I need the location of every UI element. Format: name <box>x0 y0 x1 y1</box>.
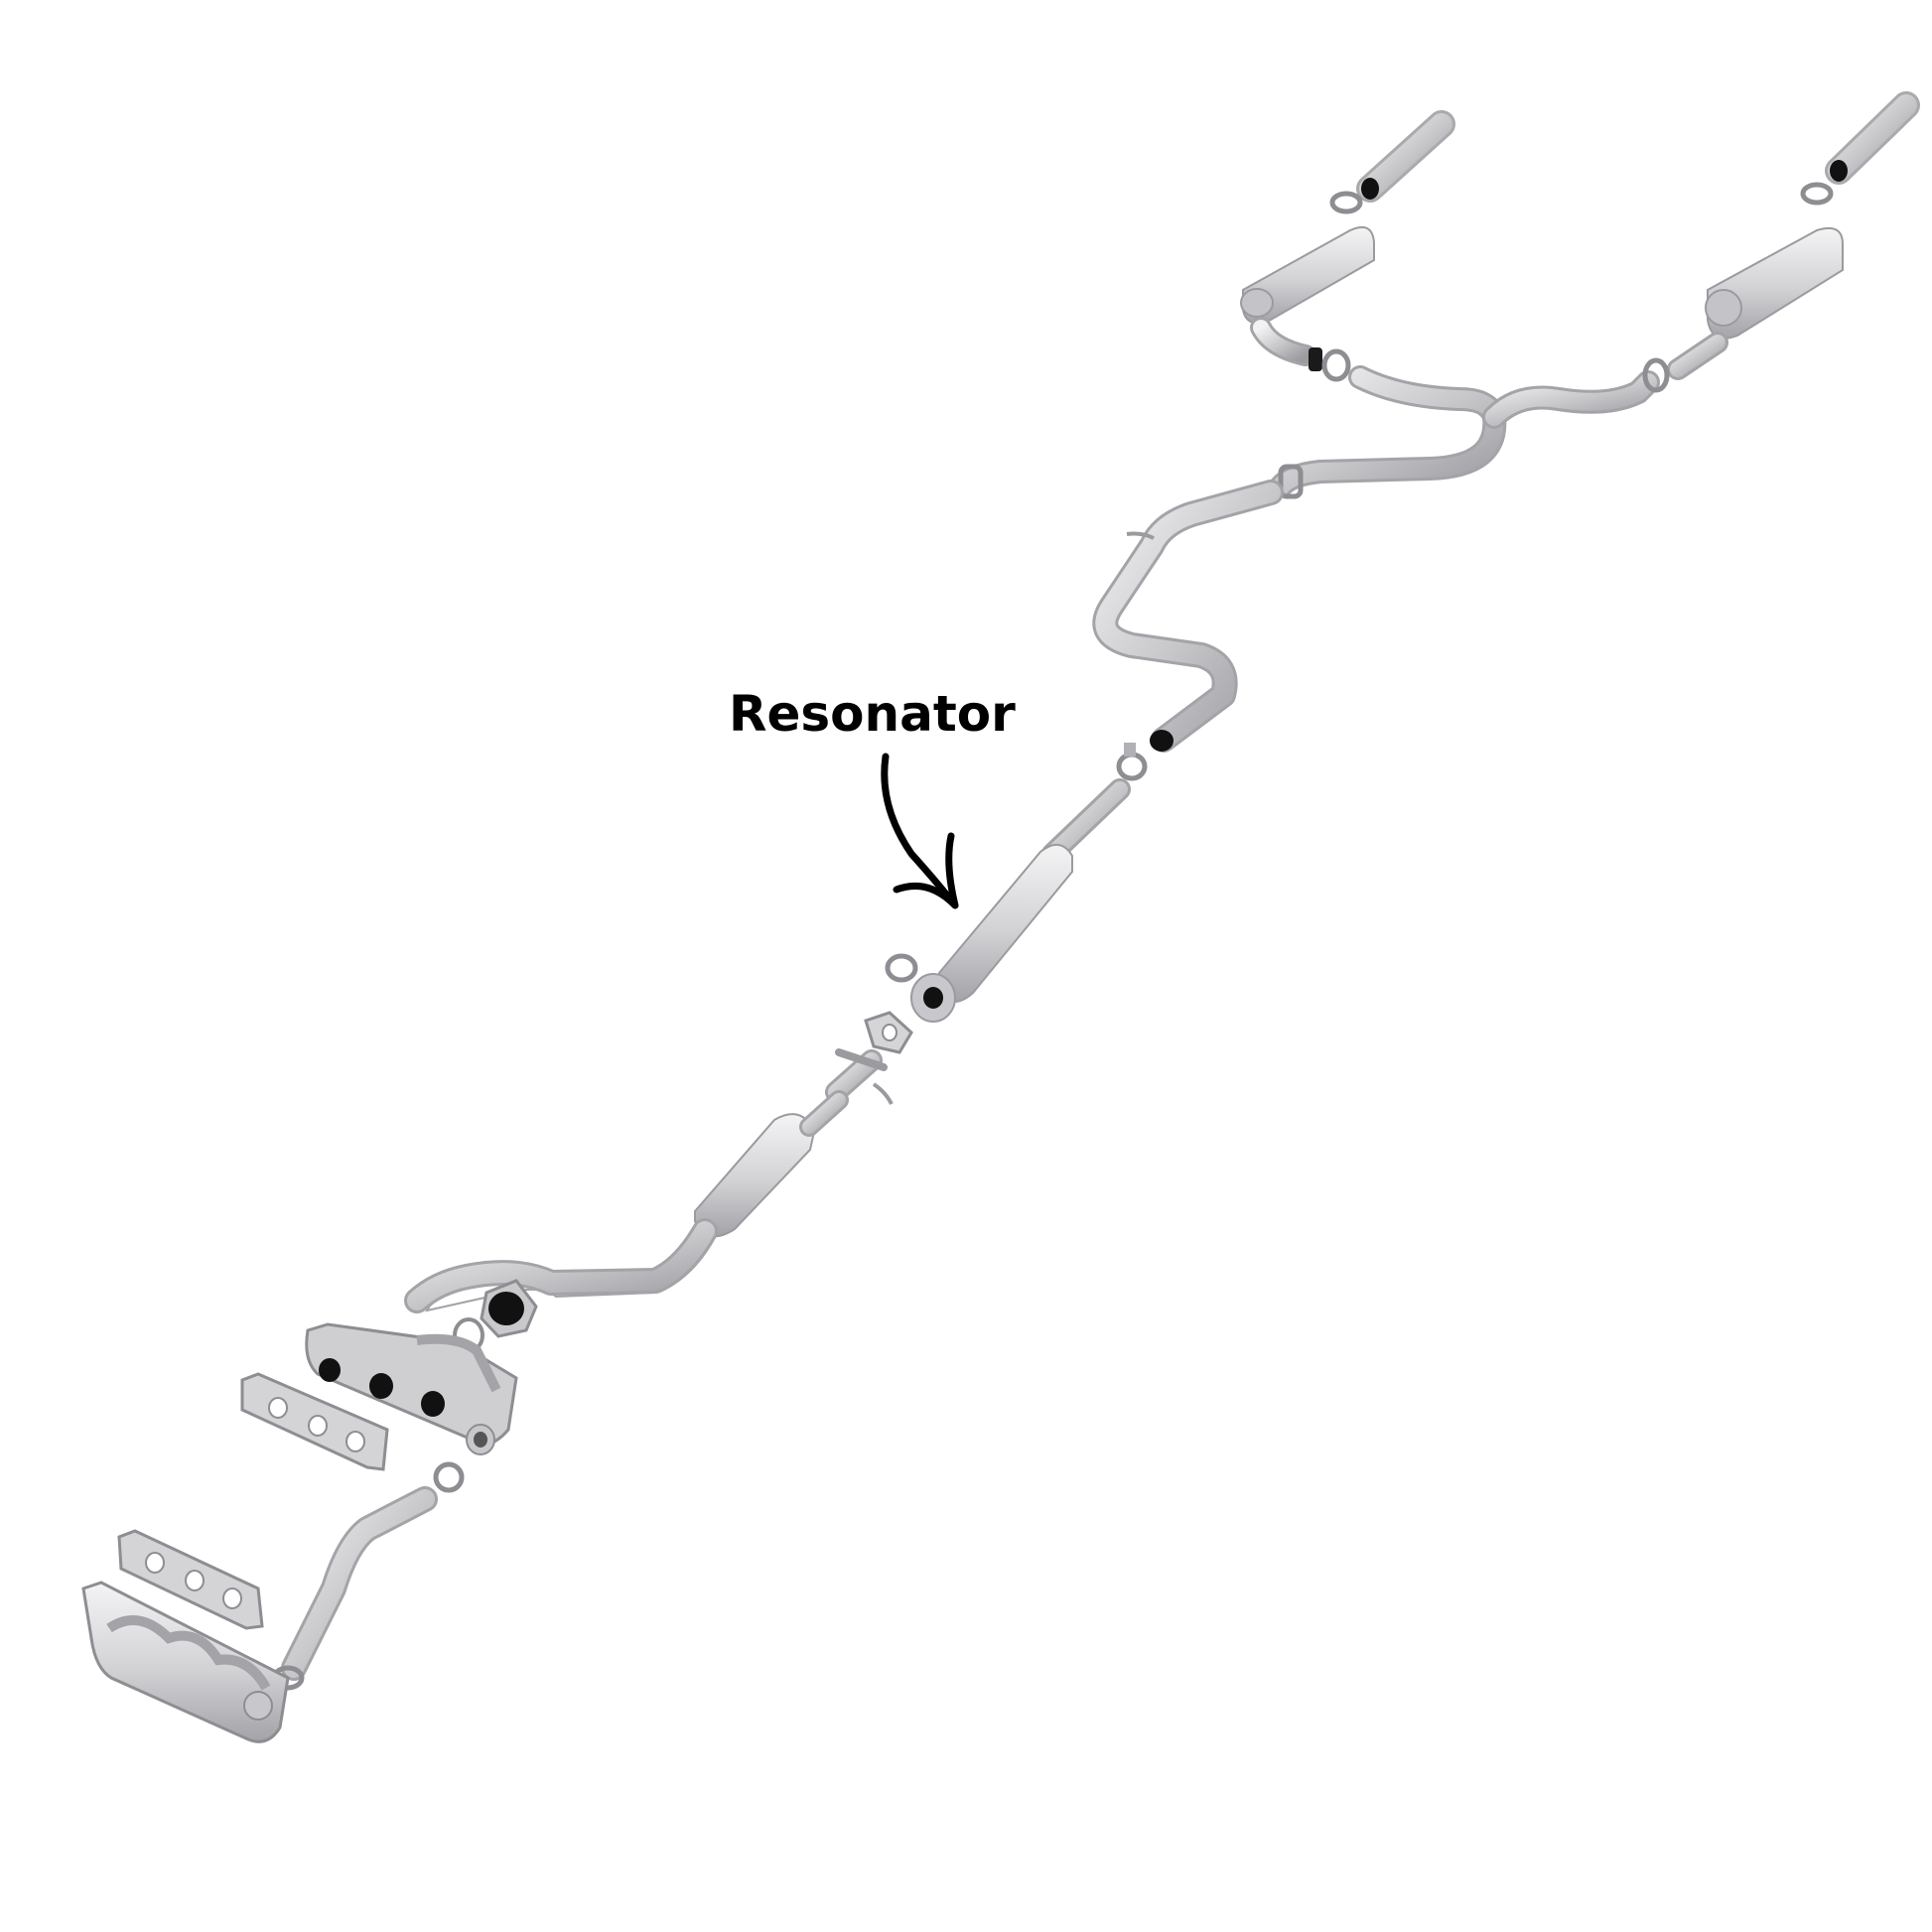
rear-left-clamp <box>1309 347 1351 382</box>
front-pipe <box>404 1218 718 1338</box>
right-tip-clamp <box>1800 182 1834 206</box>
rear-bank-pipe <box>271 1461 465 1691</box>
resonator-label: Resonator <box>729 685 1016 743</box>
intermediate-clamp <box>1116 743 1148 781</box>
left-muffler <box>1240 226 1375 325</box>
rear-manifold-gasket <box>117 1529 264 1630</box>
catalytic-converter <box>694 1048 894 1238</box>
resonator-gasket <box>864 953 918 1054</box>
front-manifold-gasket <box>240 1372 389 1471</box>
left-exhaust-tip <box>1356 110 1455 203</box>
rear-exhaust-manifold <box>81 1581 290 1743</box>
annotation-arrowhead <box>893 832 959 909</box>
front-exhaust-manifold <box>305 1322 518 1455</box>
resonator <box>910 778 1131 1023</box>
right-muffler <box>1705 226 1844 340</box>
mid-clamp <box>1278 464 1304 499</box>
rear-right-clamp <box>1642 357 1670 393</box>
left-tip-clamp <box>1329 191 1363 214</box>
rear-y-pipe <box>1250 317 1728 498</box>
annotation-arrow <box>881 753 959 909</box>
resonator-annotation: Resonator <box>729 685 1016 909</box>
right-exhaust-tip <box>1825 91 1920 185</box>
intermediate-pipe <box>1092 480 1284 753</box>
